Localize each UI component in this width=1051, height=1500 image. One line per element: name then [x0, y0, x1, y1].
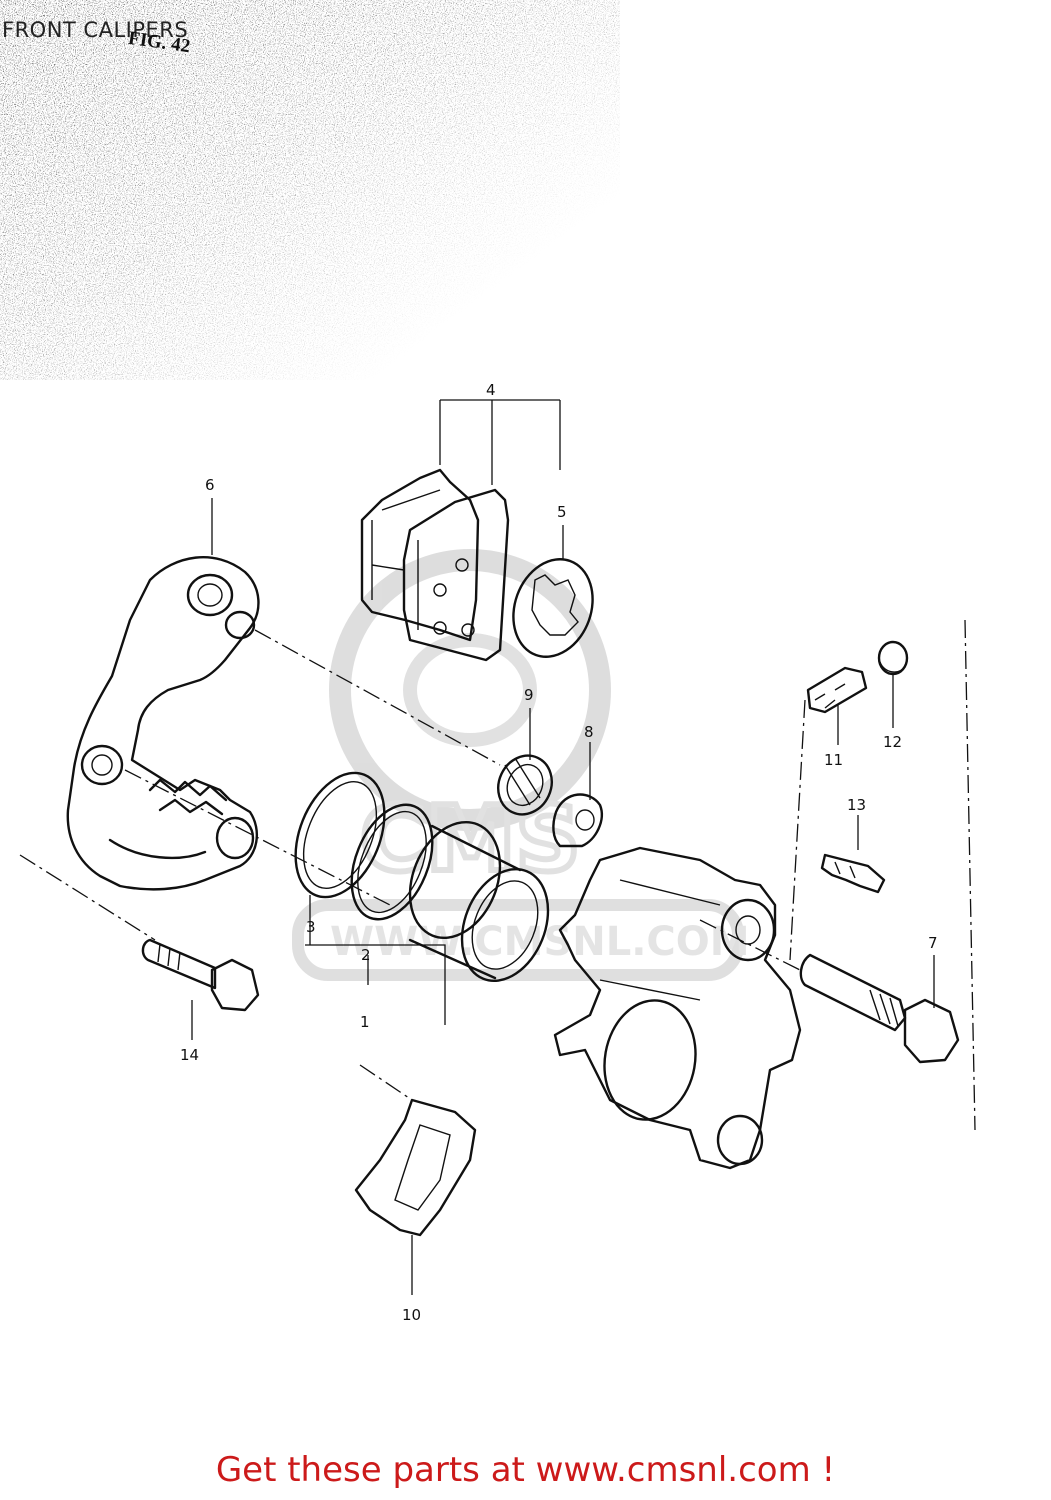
part-2-dust-seal — [350, 803, 434, 921]
part-13-pad-spring — [820, 853, 886, 894]
caliper-body — [553, 846, 802, 1170]
assembly-lines — [19, 619, 976, 1131]
callout-2: 2 — [361, 946, 371, 964]
part-12-bleeder-cap — [877, 640, 909, 676]
callout-leaders — [191, 399, 935, 1295]
scan-noise-area — [0, 0, 620, 380]
callout-5: 5 — [557, 503, 567, 521]
callout-9: 9 — [524, 686, 534, 704]
part-4-brake-pads — [360, 468, 510, 662]
part-11-bleeder-screw — [806, 666, 868, 714]
callout-3: 3 — [306, 918, 316, 936]
callout-10: 10 — [402, 1306, 421, 1324]
part-10-pad-retainer — [354, 1098, 477, 1237]
watermark-logo: WWW.CMSNL.COM CMS — [292, 549, 750, 981]
callout-13: 13 — [847, 796, 866, 814]
callout-12: 12 — [883, 733, 902, 751]
callout-7: 7 — [928, 934, 938, 952]
part-3-piston-seal — [294, 771, 386, 899]
svg-text:CMS: CMS — [360, 787, 580, 892]
part-6-caliper-bracket — [66, 556, 260, 891]
callout-1: 1 — [360, 1013, 370, 1031]
part-9-dust-boot — [497, 754, 553, 816]
part-5-shim — [512, 558, 594, 658]
part-7-slide-pin — [799, 953, 960, 1064]
callout-6: 6 — [205, 476, 215, 494]
cmsnl-parts-link[interactable]: Get these parts at www.cmsnl.com ! — [215, 1450, 836, 1490]
callout-11: 11 — [824, 751, 843, 769]
callout-labels: 1 2 3 4 5 6 7 8 9 10 11 12 13 14 — [180, 381, 938, 1324]
part-1-piston — [408, 820, 550, 983]
callout-4: 4 — [486, 381, 496, 399]
diagram-title: FRONT CALIPERS — [2, 18, 189, 42]
callout-8: 8 — [584, 723, 594, 741]
watermark-text: WWW.CMSNL.COM — [330, 919, 750, 965]
part-14-mounting-bolt — [141, 938, 260, 1012]
part-8-plate — [552, 793, 603, 848]
callout-14: 14 — [180, 1046, 199, 1064]
